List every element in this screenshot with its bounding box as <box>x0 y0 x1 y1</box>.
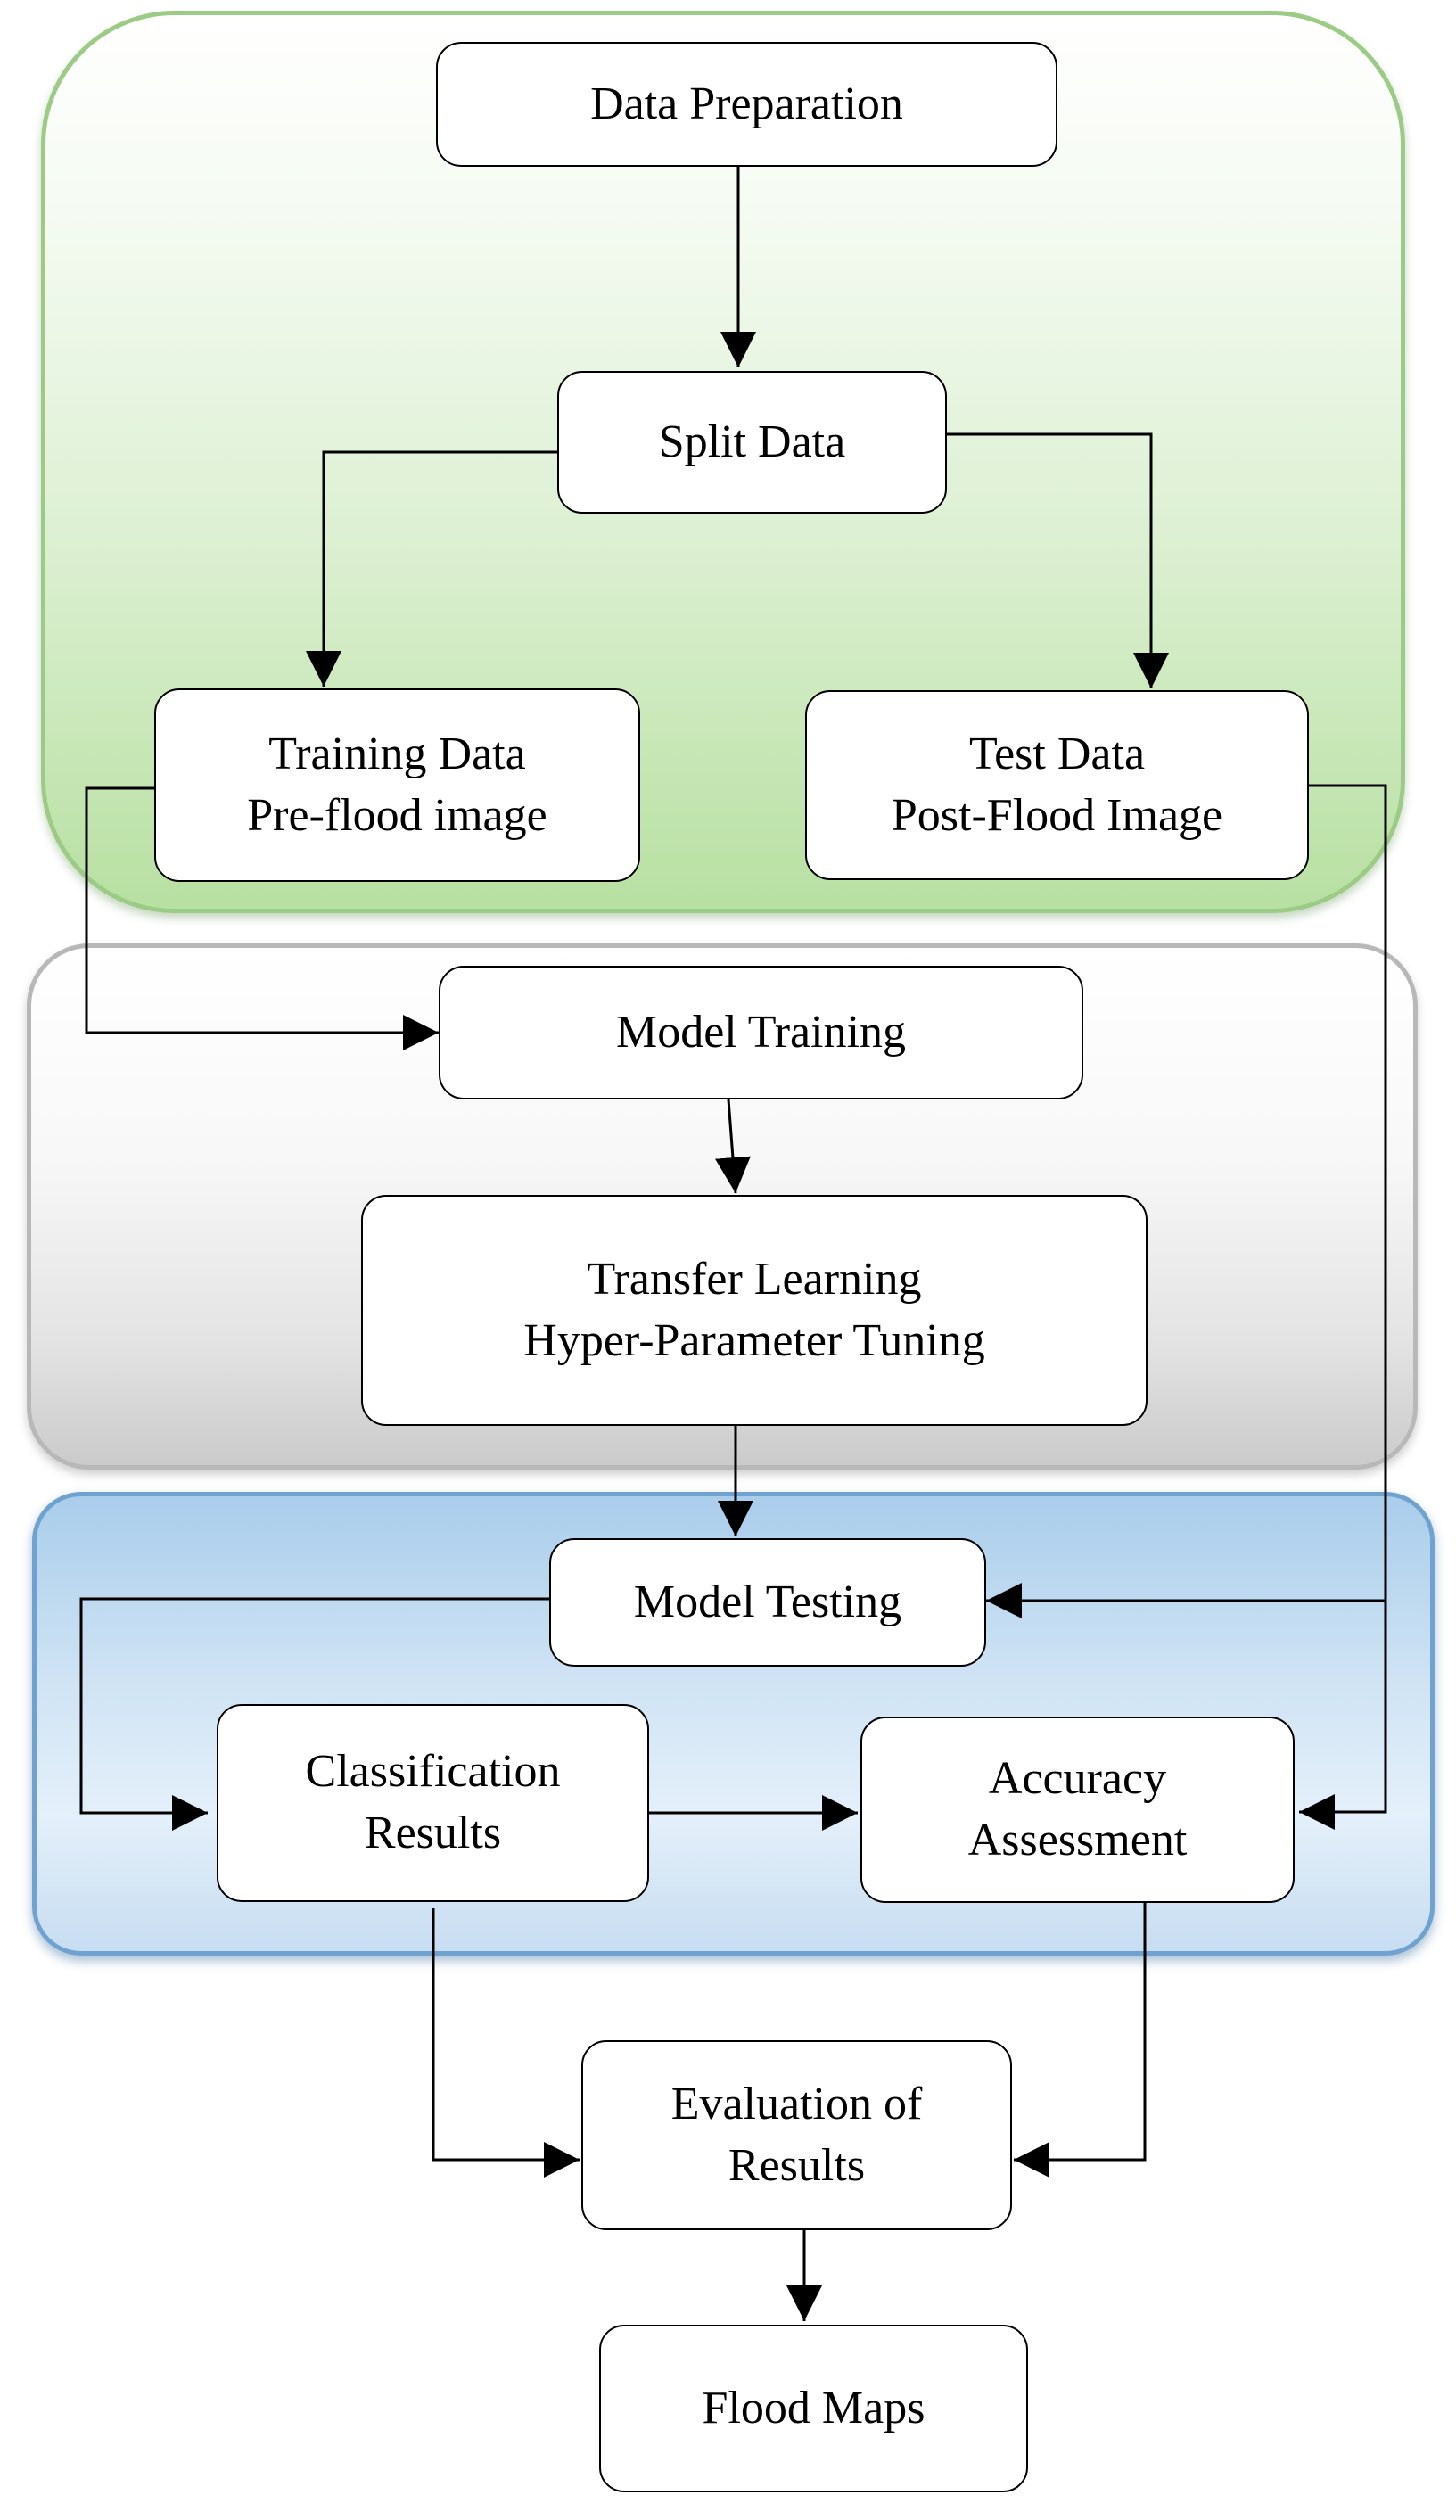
model-testing-box: Model Testing <box>549 1538 986 1667</box>
accuracy-label: Accuracy <box>988 1752 1167 1804</box>
training-data-label: Training Data <box>268 728 526 779</box>
test-data-box: Test Data Post-Flood Image <box>805 690 1309 880</box>
model-training-box: Model Training <box>439 966 1083 1099</box>
classification-results-box: Classification Results <box>217 1704 649 1902</box>
test-data-label: Test Data <box>968 728 1146 779</box>
post-flood-image-label: Post-Flood Image <box>891 789 1223 841</box>
accuracy-assessment-box: Accuracy Assessment <box>860 1717 1295 1903</box>
evaluation-of-results-box: Evaluation of Results <box>581 2040 1012 2230</box>
evaluation-results-label: Results <box>728 2139 866 2191</box>
model-testing-label: Model Testing <box>633 1576 902 1627</box>
assessment-label: Assessment <box>967 1814 1188 1865</box>
classification-label: Classification <box>305 1746 561 1798</box>
split-data-box: Split Data <box>557 371 947 514</box>
data-preparation-label: Data Preparation <box>590 78 903 129</box>
split-data-label: Split Data <box>658 416 846 467</box>
flood-maps-box: Flood Maps <box>599 2325 1028 2492</box>
model-training-label: Model Training <box>615 1006 907 1058</box>
flood-maps-label: Flood Maps <box>702 2382 925 2434</box>
transfer-learning-label: Transfer Learning <box>587 1253 922 1305</box>
training-data-box: Training Data Pre-flood image <box>154 688 640 882</box>
evaluation-of-label: Evaluation of <box>670 2078 923 2129</box>
results-label: Results <box>364 1808 502 1858</box>
data-preparation-box: Data Preparation <box>436 42 1057 167</box>
pre-flood-image-label: Pre-flood image <box>247 789 547 841</box>
transfer-learning-box: Transfer Learning Hyper-Parameter Tuning <box>361 1195 1148 1426</box>
hyper-parameter-tuning-label: Hyper-Parameter Tuning <box>523 1314 985 1366</box>
